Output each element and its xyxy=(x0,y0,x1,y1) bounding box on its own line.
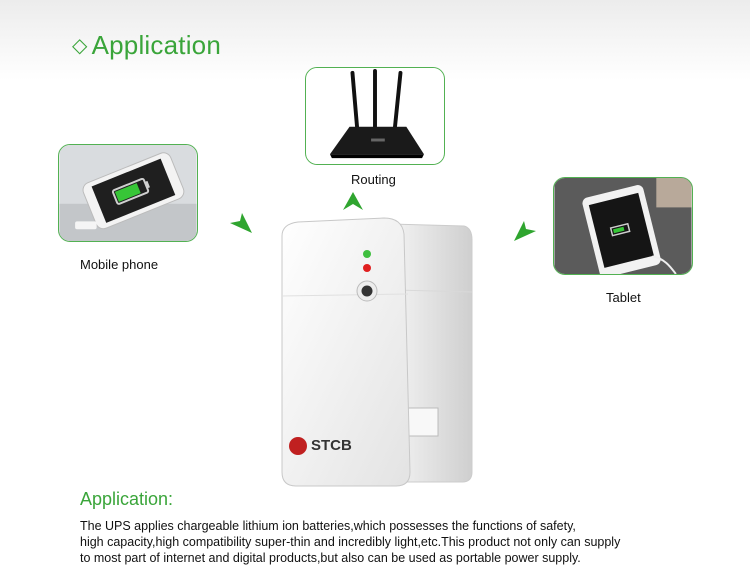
product-brand-logo: STCB xyxy=(311,437,352,454)
page-title: ◇Application xyxy=(72,30,221,61)
mobile-phone-illustration xyxy=(59,145,197,241)
page-title-text: Application xyxy=(91,30,221,60)
tablet-label: Tablet xyxy=(606,290,641,305)
mobile-phone-label: Mobile phone xyxy=(80,257,159,272)
ups-product-image: STCB xyxy=(268,210,488,495)
tablet-illustration xyxy=(554,178,692,274)
mobile-phone-image xyxy=(58,144,198,242)
arrow-icon xyxy=(514,221,536,241)
tablet-image xyxy=(553,177,693,275)
ups-device-illustration xyxy=(281,217,473,487)
diamond-icon: ◇ xyxy=(72,35,88,57)
router-illustration xyxy=(306,68,444,164)
routing-image xyxy=(305,67,445,165)
arrow-icon xyxy=(230,213,252,233)
description-line: to most part of internet and digital pro… xyxy=(80,551,581,565)
routing-label: Routing xyxy=(351,172,396,187)
application-heading: Application: xyxy=(80,489,174,509)
description-line: The UPS applies chargeable lithium ion b… xyxy=(80,519,576,533)
description-line: high capacity,high compatibility super-t… xyxy=(80,535,621,549)
top-band xyxy=(0,0,750,80)
application-description: The UPS applies chargeable lithium ion b… xyxy=(80,518,720,566)
arrow-icon xyxy=(343,192,363,210)
